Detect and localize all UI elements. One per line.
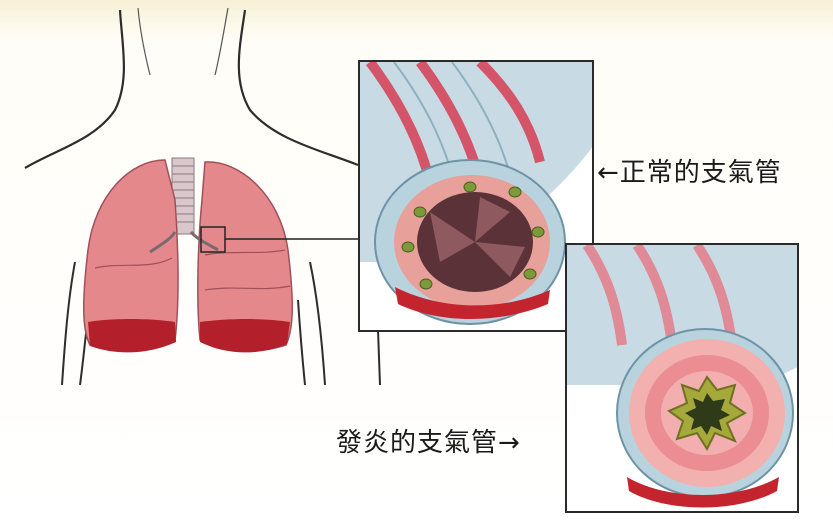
right-lung-base [200,319,290,352]
arm-right [310,262,325,385]
side-right [378,330,380,385]
body-outline-left [25,10,124,168]
arm-right-inner [298,300,305,385]
inflamed-bronchus-panel [565,243,799,513]
neck-line-left [138,8,150,75]
neck-line-right [215,8,228,75]
body-outline-right [239,10,358,165]
normal-bronchus-label: ←正常的支氣管 [597,152,782,189]
arm-left [62,262,75,385]
inflamed-bronchus-illustration [567,245,799,513]
normal-bronchus-panel [358,60,594,332]
normal-bronchus-illustration [360,62,594,332]
left-lung-base [88,319,176,352]
inflamed-bronchus-label: 發炎的支氣管→ [336,422,521,459]
